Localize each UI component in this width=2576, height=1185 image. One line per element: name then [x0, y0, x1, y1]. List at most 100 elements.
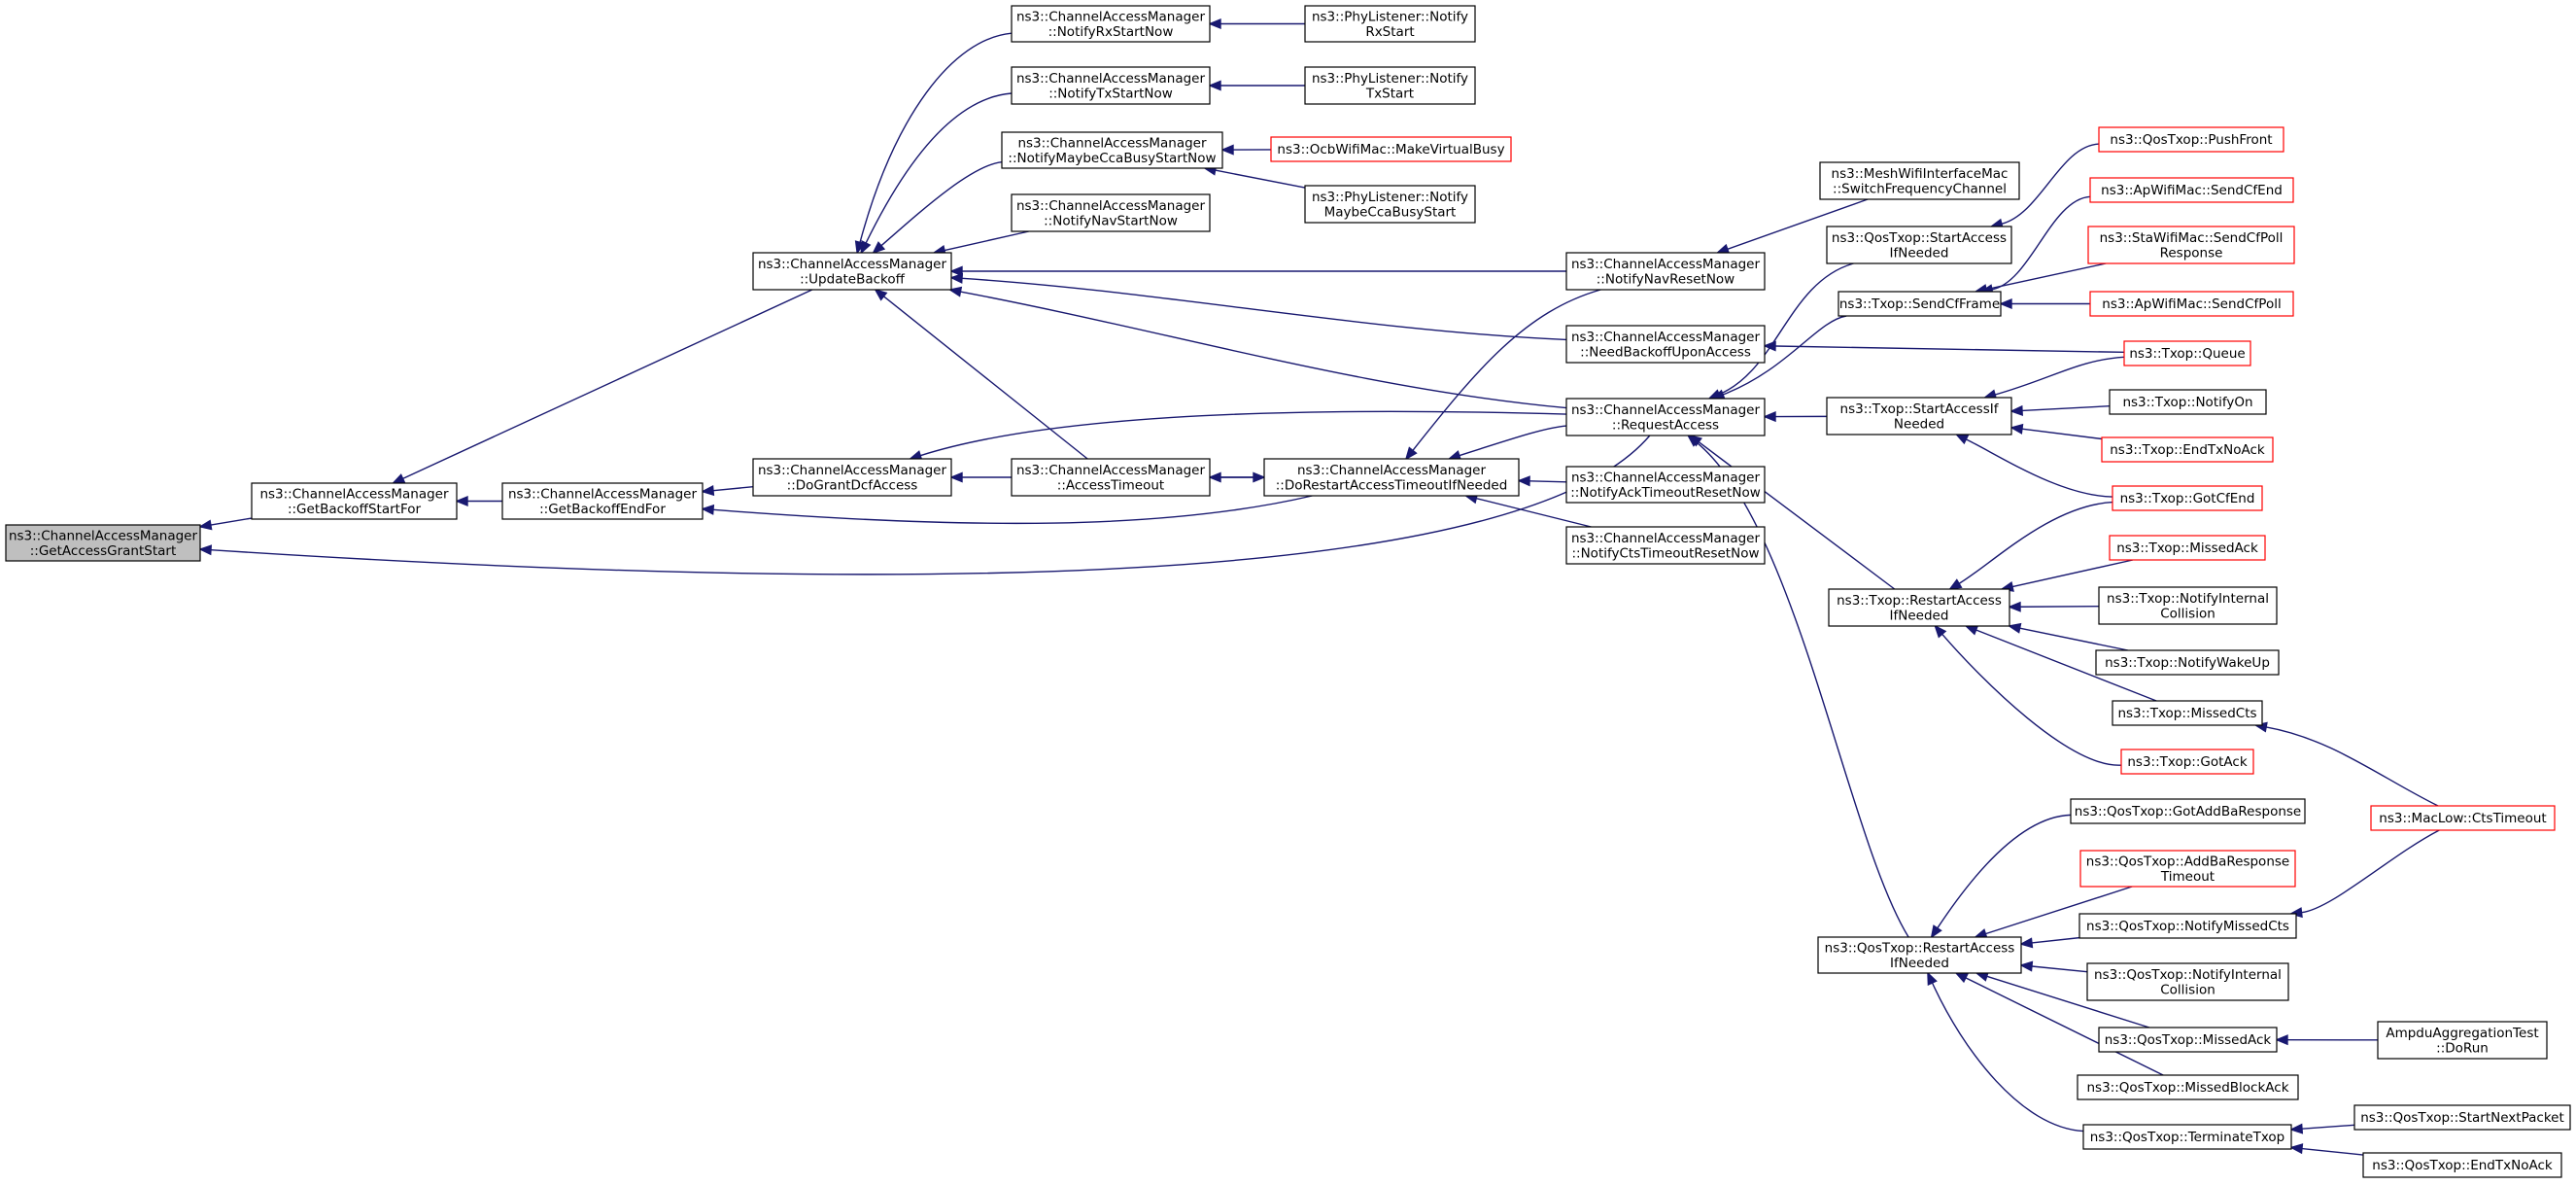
- node-label: ns3::QosTxop::EndTxNoAck: [2372, 1158, 2553, 1173]
- node-label: ns3::ApWifiMac::SendCfPoll: [2102, 296, 2281, 312]
- node-label: ns3::PhyListener::Notify: [1312, 190, 1468, 205]
- node-label: ::NotifyRxStartNow: [1048, 24, 1174, 40]
- node-box: [1263, 458, 1520, 497]
- node-label: ::DoRun: [2436, 1040, 2489, 1056]
- node-label: ::RequestAccess: [1612, 417, 1719, 433]
- edge-qosTerminateTxop-qosEndTxNoAck: [2289, 1143, 2364, 1156]
- node-notifyCtsTimeoutResetNow[interactable]: ns3::ChannelAccessManager::NotifyCtsTime…: [1565, 526, 1766, 565]
- node-notifyRxStartNow[interactable]: ns3::ChannelAccessManager::NotifyRxStart…: [1011, 5, 1211, 43]
- node-txopQueue[interactable]: ns3::Txop::Queue: [2123, 340, 2251, 366]
- node-label: ::AccessTimeout: [1057, 477, 1164, 493]
- edge-txopStartAccessIfNeeded-txopQueue: [1982, 356, 2125, 401]
- node-label: ns3::MeshWifiInterfaceMac: [1832, 166, 2009, 182]
- node-box: [1270, 136, 1512, 162]
- edge-requestAccess-txopRestartAccessIfNeeded: [1688, 434, 1896, 590]
- node-ocbMakeVirtualBusy[interactable]: ns3::OcbWifiMac::MakeVirtualBusy: [1270, 136, 1512, 162]
- node-apSendCfEnd[interactable]: ns3::ApWifiMac::SendCfEnd: [2089, 177, 2294, 203]
- node-qosTxopPushFront[interactable]: ns3::QosTxop::PushFront: [2098, 126, 2284, 153]
- node-txopEndTxNoAck[interactable]: ns3::Txop::EndTxNoAck: [2101, 436, 2274, 463]
- node-box: [2112, 700, 2263, 726]
- node-box: [1826, 226, 2012, 264]
- edge-updateBackoff-requestAccess: [947, 286, 1567, 409]
- node-label: ns3::QosTxop::AddBaResponse: [2086, 854, 2289, 869]
- node-notifyAckTimeoutResetNow[interactable]: ns3::ChannelAccessManager::NotifyAckTime…: [1565, 466, 1766, 504]
- node-ampduDoRun[interactable]: AmpduAggregationTest::DoRun: [2377, 1021, 2548, 1060]
- node-txopNotifyOn[interactable]: ns3::Txop::NotifyOn: [2109, 389, 2267, 415]
- node-label: ns3::QosTxop::MissedBlockAck: [2086, 1080, 2288, 1096]
- node-box: [2070, 798, 2306, 824]
- node-txopMissedAck[interactable]: ns3::Txop::MissedAck: [2109, 535, 2266, 561]
- node-doGrantDcfAccess[interactable]: ns3::ChannelAccessManager::DoGrantDcfAcc…: [752, 458, 952, 497]
- node-qosMissedBlockAck[interactable]: ns3::QosTxop::MissedBlockAck: [2077, 1074, 2299, 1100]
- node-label: ns3::QosTxop::TerminateTxop: [2090, 1130, 2285, 1145]
- node-accessTimeout[interactable]: ns3::ChannelAccessManager::AccessTimeout: [1011, 458, 1211, 497]
- node-notifyNavStartNow[interactable]: ns3::ChannelAccessManager::NotifyNavStar…: [1011, 193, 1211, 232]
- node-notifyMaybeCcaBusyStartNow[interactable]: ns3::ChannelAccessManager::NotifyMaybeCc…: [1001, 131, 1223, 169]
- node-label: ns3::ChannelAccessManager: [1016, 198, 1206, 214]
- node-notifyNavResetNow[interactable]: ns3::ChannelAccessManager::NotifyNavRese…: [1565, 252, 1766, 291]
- node-updateBackoff[interactable]: ns3::ChannelAccessManager::UpdateBackoff: [752, 252, 952, 291]
- node-macLowCtsTimeout[interactable]: ns3::MacLow::CtsTimeout: [2370, 805, 2556, 831]
- node-label: TxStart: [1365, 86, 1414, 101]
- node-txopMissedCts[interactable]: ns3::Txop::MissedCts: [2112, 700, 2263, 726]
- node-label: ns3::QosTxop::RestartAccess: [1825, 940, 2015, 956]
- node-label: ns3::QosTxop::PushFront: [2110, 132, 2272, 148]
- node-label: ns3::QosTxop::GotAddBaResponse: [2075, 804, 2301, 819]
- node-doRestartAccessTimeoutIfNeeded[interactable]: ns3::ChannelAccessManager::DoRestartAcce…: [1263, 458, 1520, 497]
- node-getBackoffStartFor[interactable]: ns3::ChannelAccessManager::GetBackoffSta…: [251, 482, 458, 520]
- node-phyNotifyRxStart[interactable]: ns3::PhyListener::NotifyRxStart: [1304, 5, 1476, 43]
- node-phyNotifyMaybeCcaBusyStart[interactable]: ns3::PhyListener::NotifyMaybeCcaBusyStar…: [1304, 185, 1476, 224]
- node-box: [1838, 291, 2002, 317]
- node-needBackoffUponAccess[interactable]: ns3::ChannelAccessManager::NeedBackoffUp…: [1565, 325, 1766, 364]
- edge-updateBackoff-notifyMaybeCcaBusyStartNow: [872, 160, 1003, 255]
- node-box: [2109, 389, 2267, 415]
- node-label: ns3::Txop::MissedAck: [2116, 540, 2258, 556]
- node-box: [5, 524, 201, 562]
- node-label: IfNeeded: [1890, 956, 1949, 971]
- edge-updateBackoff-needBackoffUponAccess: [949, 272, 1567, 341]
- node-txopGotCfEnd[interactable]: ns3::Txop::GotCfEnd: [2112, 485, 2263, 511]
- edge-txopStartAccessIfNeeded-txopNotifyOn: [2009, 404, 2111, 416]
- node-box: [2098, 1027, 2278, 1053]
- node-label: MaybeCcaBusyStart: [1324, 204, 1457, 220]
- node-box: [2370, 805, 2556, 831]
- node-label: Collision: [2160, 606, 2215, 621]
- node-notifyTxStartNow[interactable]: ns3::ChannelAccessManager::NotifyTxStart…: [1011, 66, 1211, 105]
- node-box: [1817, 936, 2022, 974]
- node-label: ns3::Txop::NotifyWakeUp: [2105, 655, 2270, 671]
- node-qosMissedAck[interactable]: ns3::QosTxop::MissedAck: [2098, 1027, 2278, 1053]
- node-qosEndTxNoAck[interactable]: ns3::QosTxop::EndTxNoAck: [2362, 1152, 2562, 1178]
- node-label: ns3::Txop::StartAccessIf: [1840, 401, 2000, 417]
- node-txopSendCfFrame[interactable]: ns3::Txop::SendCfFrame: [1838, 291, 2002, 317]
- node-label: ns3::ChannelAccessManager: [1571, 257, 1761, 272]
- edge-qosMissedAck-ampduDoRun: [2275, 1034, 2379, 1046]
- node-qosStartNextPacket[interactable]: ns3::QosTxop::StartNextPacket: [2353, 1104, 2571, 1131]
- node-meshSwitchFrequencyChannel[interactable]: ns3::MeshWifiInterfaceMac::SwitchFrequen…: [1819, 161, 2020, 200]
- node-label: ns3::ChannelAccessManager: [259, 486, 449, 502]
- node-label: ::NeedBackoffUponAccess: [1580, 344, 1751, 360]
- node-apSendCfPoll[interactable]: ns3::ApWifiMac::SendCfPoll: [2089, 291, 2294, 317]
- node-label: AmpduAggregationTest: [2386, 1026, 2538, 1041]
- node-label: RxStart: [1365, 24, 1414, 40]
- node-getAccessGrantStart[interactable]: ns3::ChannelAccessManager::GetAccessGran…: [5, 524, 201, 562]
- node-txopGotAck[interactable]: ns3::Txop::GotAck: [2120, 749, 2254, 775]
- node-getBackoffEndFor[interactable]: ns3::ChannelAccessManager::GetBackoffEnd…: [501, 482, 704, 520]
- node-box: [1565, 398, 1766, 436]
- node-box: [752, 252, 952, 291]
- edge-requestAccess-txopStartAccessIfNeeded: [1763, 411, 1828, 423]
- node-txopNotifyWakeUp[interactable]: ns3::Txop::NotifyWakeUp: [2095, 649, 2280, 676]
- node-qosNotifyMissedCts[interactable]: ns3::QosTxop::NotifyMissedCts: [2078, 913, 2297, 939]
- node-qosGotAddBaResponse[interactable]: ns3::QosTxop::GotAddBaResponse: [2070, 798, 2306, 824]
- node-phyNotifyTxStart[interactable]: ns3::PhyListener::NotifyTxStart: [1304, 66, 1476, 105]
- node-qosTerminateTxop[interactable]: ns3::QosTxop::TerminateTxop: [2082, 1124, 2292, 1150]
- node-requestAccess[interactable]: ns3::ChannelAccessManager::RequestAccess: [1565, 398, 1766, 436]
- edge-getBackoffEndFor-doRestartAccessTimeoutIfNeeded: [701, 495, 1313, 525]
